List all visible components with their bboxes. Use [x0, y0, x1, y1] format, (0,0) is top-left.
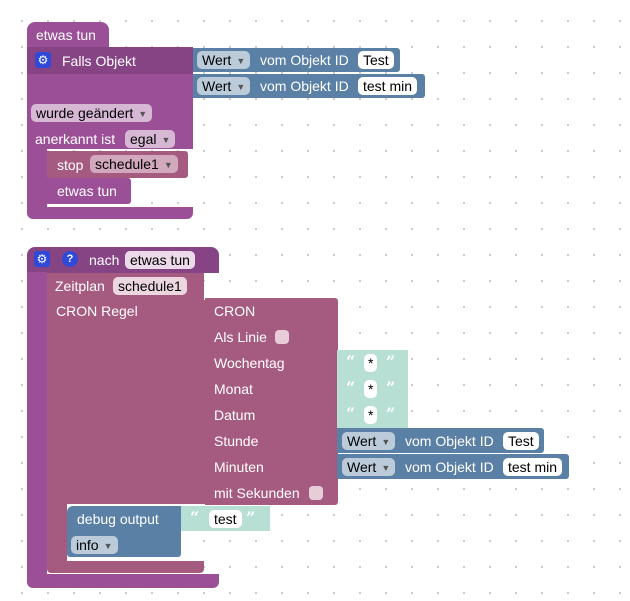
object-id-field-minuten[interactable]: test min	[503, 458, 563, 476]
chevron-down-icon: ▼	[161, 135, 171, 145]
block1-hat[interactable]	[27, 22, 109, 48]
chevron-down-icon: ▼	[163, 160, 173, 170]
debug-text-value[interactable]: test	[209, 510, 242, 528]
block2-outer-rail	[27, 272, 47, 576]
vom-objekt-label-1: vom Objekt ID	[260, 52, 349, 68]
zeitplan-bottom	[47, 561, 204, 573]
quote-open-icon: “	[346, 352, 356, 371]
als-linie-checkbox[interactable]	[275, 330, 289, 344]
object-id-field-1[interactable]: Test	[358, 51, 394, 69]
cron-title: CRON	[214, 303, 256, 319]
gear-icon[interactable]: ⚙	[35, 52, 51, 68]
datum-value[interactable]: *	[364, 406, 378, 424]
inner-etwas-tun-block[interactable]	[47, 178, 131, 204]
quote-open-icon: “	[346, 378, 356, 397]
quote-close-icon: ”	[246, 508, 256, 527]
wochentag-label: Wochentag	[214, 355, 285, 371]
datum-label: Datum	[214, 407, 256, 423]
block1-header-strip	[27, 47, 193, 74]
inner-etwas-tun-label: etwas tun	[57, 183, 117, 199]
wert-dropdown-minuten[interactable]: Wert▼	[342, 458, 396, 476]
quote-close-icon: ”	[386, 404, 396, 423]
debug-output-label: debug output	[77, 511, 159, 527]
chevron-down-icon: ▼	[236, 82, 246, 92]
ack-dropdown[interactable]: egal▼	[125, 130, 176, 148]
stop-label: stop	[57, 157, 84, 173]
nach-field[interactable]: etwas tun	[125, 251, 195, 269]
vom-objekt-label-minuten: vom Objekt ID	[405, 459, 494, 475]
nach-label: nach	[89, 252, 120, 268]
changed-dropdown[interactable]: wurde geändert▼	[31, 104, 153, 122]
quote-close-icon: ”	[386, 378, 396, 397]
quote-close-icon: ”	[386, 352, 396, 371]
mit-sekunden-label: mit Sekunden	[214, 485, 300, 501]
block2-bottom	[27, 574, 219, 588]
wert-dropdown-stunde[interactable]: Wert▼	[342, 432, 396, 450]
vom-objekt-label-stunde: vom Objekt ID	[405, 433, 494, 449]
monat-label: Monat	[214, 381, 253, 397]
monat-value[interactable]: *	[364, 380, 378, 398]
block1-hat-label: etwas tun	[36, 27, 96, 43]
chevron-down-icon: ▼	[236, 56, 246, 66]
zeitplan-label: Zeitplan	[55, 278, 105, 294]
vom-objekt-label-2: vom Objekt ID	[260, 78, 349, 94]
object-id-field-2[interactable]: test min	[358, 77, 418, 95]
quote-open-icon: “	[190, 508, 200, 527]
wert-dropdown-1[interactable]: Wert▼	[197, 51, 251, 69]
wochentag-value[interactable]: *	[364, 354, 378, 372]
chevron-down-icon: ▼	[138, 109, 148, 119]
debug-level-dropdown[interactable]: info▼	[71, 536, 118, 554]
object-id-field-stunde[interactable]: Test	[503, 432, 539, 450]
mit-sekunden-checkbox[interactable]	[309, 486, 323, 500]
chevron-down-icon: ▼	[381, 437, 391, 447]
zeitplan-field[interactable]: schedule1	[113, 277, 187, 295]
zeitplan-body	[47, 300, 205, 504]
chevron-down-icon: ▼	[103, 541, 113, 551]
anerkannt-label: anerkannt ist	[35, 131, 116, 147]
block1-rail	[27, 148, 47, 208]
quote-open-icon: “	[346, 404, 356, 423]
stunde-label: Stunde	[214, 433, 259, 449]
gear-icon[interactable]: ⚙	[34, 251, 50, 267]
cron-block[interactable]	[205, 298, 338, 505]
minuten-label: Minuten	[214, 459, 264, 475]
falls-objekt-label: Falls Objekt	[62, 53, 136, 69]
schedule-dropdown[interactable]: schedule1▼	[90, 155, 178, 173]
block1-bottom	[27, 207, 193, 219]
zeitplan-rail	[47, 504, 67, 562]
chevron-down-icon: ▼	[381, 463, 391, 473]
als-linie-label: Als Linie	[214, 329, 267, 345]
wert-dropdown-2[interactable]: Wert▼	[197, 77, 251, 95]
help-icon[interactable]: ?	[62, 251, 78, 267]
cron-regel-label: CRON Regel	[56, 303, 138, 319]
